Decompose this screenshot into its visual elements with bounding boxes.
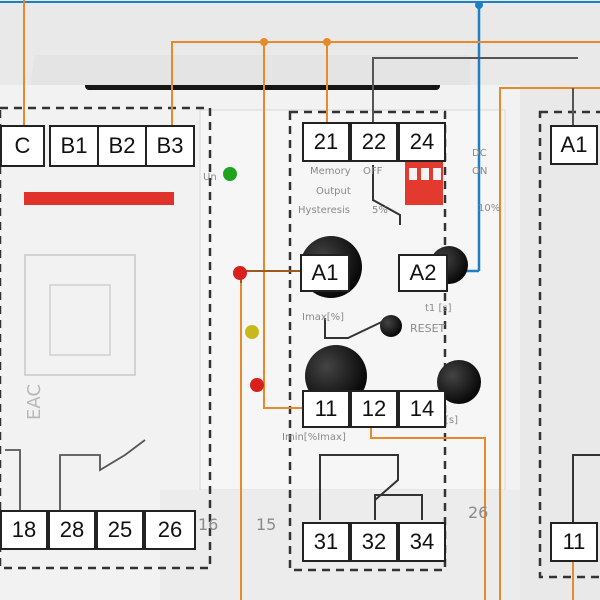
terminal-b3[interactable]: B3 — [145, 125, 195, 167]
label-dc: DC — [472, 148, 487, 159]
label-imax: Imax[%] — [302, 312, 345, 323]
right-terminal-group-outline — [538, 110, 600, 579]
label-26: 26 — [468, 503, 489, 522]
terminal-32[interactable]: 32 — [350, 522, 398, 562]
wire-orange-right — [499, 87, 600, 600]
contact-symbol-32-34 — [374, 494, 423, 520]
dip-switch-lever-2[interactable] — [421, 168, 429, 180]
label-hysteresis: Hysteresis — [298, 205, 350, 216]
terminal-24[interactable]: 24 — [398, 122, 446, 162]
label-15: 15 — [256, 515, 277, 534]
terminal-28[interactable]: 28 — [48, 510, 96, 550]
terminal-25[interactable]: 25 — [96, 510, 144, 550]
wire-orange-12 — [370, 422, 486, 600]
terminal-26[interactable]: 26 — [144, 510, 196, 550]
terminal-a1-mid[interactable]: A1 — [300, 254, 350, 292]
terminal-31[interactable]: 31 — [302, 522, 350, 562]
label-16: 16 — [198, 515, 219, 534]
wire-gray-right-11 — [572, 454, 600, 528]
terminal-c[interactable]: C — [0, 125, 45, 167]
dip-switch-lever-1[interactable] — [409, 168, 417, 180]
left-terminal-group-outline — [0, 106, 212, 570]
terminal-21[interactable]: 21 — [302, 122, 350, 162]
wire-junction-blue — [475, 1, 483, 9]
terminal-a2-mid[interactable]: A2 — [398, 254, 448, 292]
label-t1: t1 [s] — [425, 303, 452, 314]
led-red-1 — [233, 266, 247, 280]
terminal-11[interactable]: 11 — [302, 390, 350, 428]
terminal-a1-right[interactable]: A1 — [550, 125, 598, 165]
wire-junction-21 — [323, 38, 331, 46]
terminal-14[interactable]: 14 — [398, 390, 446, 428]
wire-junction-11 — [260, 38, 268, 46]
terminal-11-right[interactable]: 11 — [550, 522, 598, 562]
terminal-34[interactable]: 34 — [398, 522, 446, 562]
led-green-un — [223, 167, 237, 181]
terminal-b2[interactable]: B2 — [97, 125, 147, 167]
side-label-schematic-inner — [49, 284, 111, 356]
terminal-18[interactable]: 18 — [0, 510, 48, 550]
side-label-schematic — [24, 254, 136, 376]
dip-switch-lever-3[interactable] — [433, 168, 441, 180]
contact-symbol-22-24 — [372, 165, 401, 225]
label-10pct: 10% — [478, 203, 501, 214]
label-hyst-value: 5% — [372, 205, 388, 216]
terminal-12[interactable]: 12 — [350, 390, 398, 428]
side-cert-mark: EAC — [24, 384, 45, 420]
center-terminal-group-outline — [288, 110, 447, 572]
label-on: ON — [472, 166, 488, 177]
dip-switch[interactable] — [405, 160, 443, 205]
wire-orange-11 — [263, 42, 302, 409]
label-memory: Memory — [310, 166, 351, 177]
label-un: Un — [203, 172, 217, 183]
terminal-22[interactable]: 22 — [350, 122, 398, 162]
led-red-2 — [250, 378, 264, 392]
led-yellow — [245, 325, 259, 339]
label-output: Output — [316, 186, 351, 197]
housing-top-bevel — [30, 55, 470, 85]
bridge-c-b3 — [24, 192, 174, 205]
contact-symbol-upper — [324, 317, 391, 339]
contact-symbol-left — [5, 439, 146, 521]
wire-gray-22 — [372, 57, 578, 125]
knob-reset[interactable] — [380, 315, 402, 337]
label-reset: RESET — [410, 322, 446, 335]
front-panel — [199, 109, 506, 491]
label-t-s: [s] — [445, 415, 459, 426]
label-off: OFF — [363, 166, 383, 177]
terminal-b1[interactable]: B1 — [49, 125, 99, 167]
wire-orange-b3 — [171, 41, 600, 125]
contact-symbol-lower — [319, 454, 399, 520]
label-imin: Imin[%Imax] — [282, 432, 346, 443]
